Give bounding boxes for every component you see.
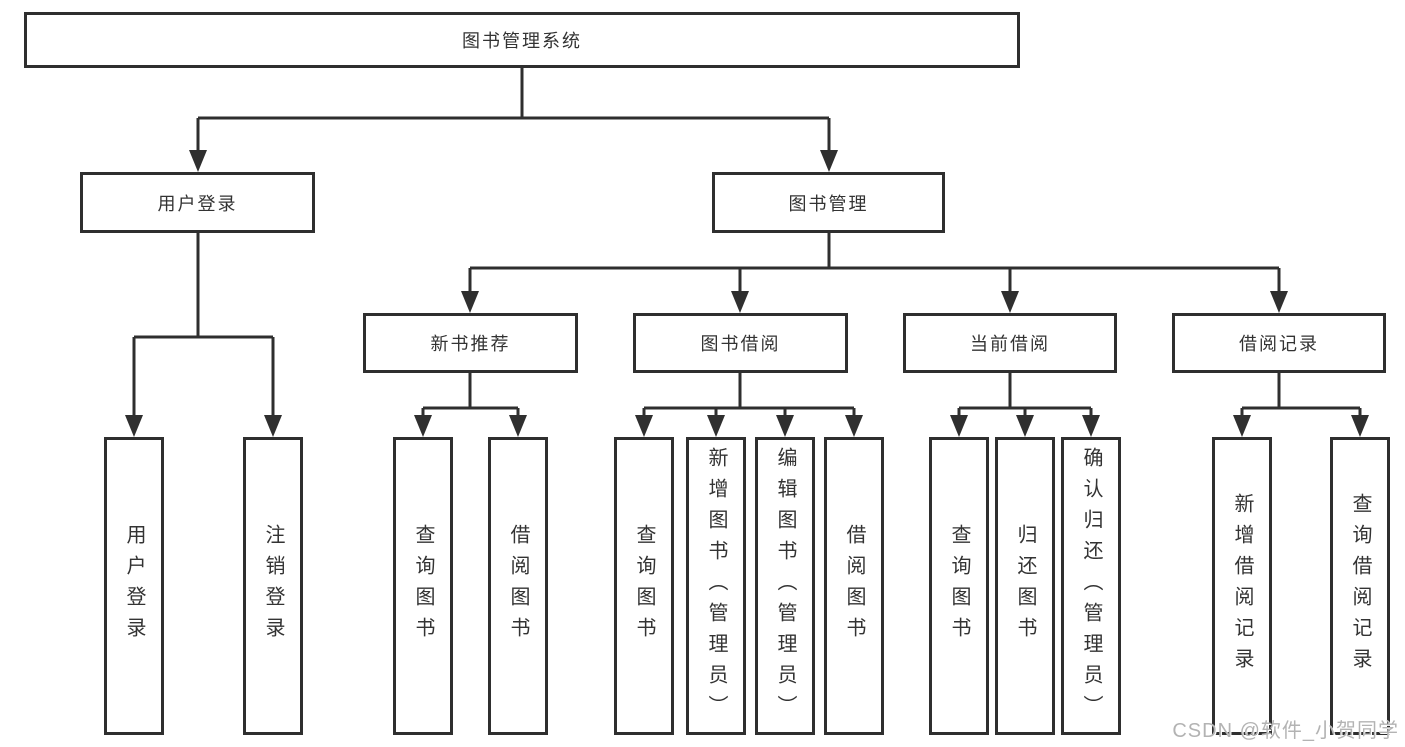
- leaf-borrow-books-recommend: 借阅图书: [488, 437, 548, 735]
- connector-book-management-children: [461, 233, 1288, 313]
- node-book-management: 图书管理: [712, 172, 945, 233]
- leaf-logout-label: 注销登录: [262, 524, 284, 648]
- leaf-borrow-books-recommend-label: 借阅图书: [507, 524, 529, 648]
- arrowhead-icon: [776, 415, 794, 437]
- node-new-book-recommendation: 新书推荐: [363, 313, 578, 373]
- leaf-borrow-books: 借阅图书: [824, 437, 884, 735]
- leaf-logout: 注销登录: [243, 437, 303, 735]
- leaf-query-borrow-record-label: 查询借阅记录: [1349, 493, 1371, 679]
- arrowhead-icon: [1082, 415, 1100, 437]
- watermark: CSDN @软件_小贺同学: [1172, 720, 1399, 742]
- leaf-add-borrow-record-label: 新增借阅记录: [1231, 493, 1253, 679]
- leaf-confirm-return-admin-label: 确认归还（管理员）: [1080, 446, 1102, 726]
- leaf-query-books-recommend: 查询图书: [393, 437, 453, 735]
- node-root-label: 图书管理系统: [462, 31, 582, 51]
- node-current-borrowing-label: 当前借阅: [970, 334, 1050, 354]
- node-borrowing-records: 借阅记录: [1172, 313, 1386, 373]
- arrowhead-icon: [1016, 415, 1034, 437]
- connector-new-book-recommendation-children: [414, 373, 527, 437]
- node-root: 图书管理系统: [24, 12, 1020, 68]
- node-book-management-label: 图书管理: [788, 193, 869, 214]
- connector-user-login-children: [125, 233, 282, 437]
- arrowhead-icon: [125, 415, 143, 437]
- leaf-add-books-admin-label: 新增图书（管理员）: [705, 446, 727, 726]
- connector-current-borrowing-children: [950, 373, 1100, 437]
- leaf-confirm-return-admin: 确认归还（管理员）: [1061, 437, 1121, 735]
- leaf-edit-books-admin: 编辑图书（管理员）: [755, 437, 815, 735]
- arrowhead-icon: [264, 415, 282, 437]
- leaf-query-books-borrow: 查询图书: [614, 437, 674, 735]
- arrowhead-icon: [820, 150, 838, 172]
- node-new-book-recommendation-label: 新书推荐: [430, 334, 511, 354]
- leaf-query-books-current: 查询图书: [929, 437, 989, 735]
- leaf-borrow-books-label: 借阅图书: [843, 524, 865, 648]
- arrowhead-icon: [1270, 291, 1288, 313]
- arrowhead-icon: [414, 415, 432, 437]
- arrowhead-icon: [1001, 291, 1019, 313]
- arrowhead-icon: [731, 291, 749, 313]
- node-book-borrowing-label: 图书借阅: [700, 334, 781, 354]
- arrowhead-icon: [950, 415, 968, 437]
- arrowhead-icon: [845, 415, 863, 437]
- leaf-query-books-borrow-label: 查询图书: [633, 524, 655, 648]
- node-book-borrowing: 图书借阅: [633, 313, 848, 373]
- arrowhead-icon: [461, 291, 479, 313]
- node-borrowing-records-label: 借阅记录: [1239, 334, 1319, 354]
- arrowhead-icon: [1351, 415, 1369, 437]
- connector-book-borrowing-children: [635, 373, 863, 437]
- leaf-query-books-current-label: 查询图书: [948, 524, 970, 648]
- arrowhead-icon: [707, 415, 725, 437]
- leaf-user-login-label: 用户登录: [123, 524, 145, 648]
- node-current-borrowing: 当前借阅: [903, 313, 1117, 373]
- arrowhead-icon: [189, 150, 207, 172]
- leaf-user-login: 用户登录: [104, 437, 164, 735]
- leaf-return-books-label: 归还图书: [1014, 524, 1036, 648]
- node-user-login: 用户登录: [80, 172, 315, 233]
- arrowhead-icon: [1233, 415, 1251, 437]
- arrowhead-icon: [509, 415, 527, 437]
- leaf-add-borrow-record: 新增借阅记录: [1212, 437, 1272, 735]
- leaf-return-books: 归还图书: [995, 437, 1055, 735]
- node-user-login-label: 用户登录: [157, 193, 238, 214]
- connector-root-to-level2: [189, 68, 838, 172]
- leaf-query-books-recommend-label: 查询图书: [412, 524, 434, 648]
- leaf-query-borrow-record: 查询借阅记录: [1330, 437, 1390, 735]
- leaf-edit-books-admin-label: 编辑图书（管理员）: [774, 446, 796, 726]
- connector-borrowing-records-children: [1233, 373, 1369, 437]
- leaf-add-books-admin: 新增图书（管理员）: [686, 437, 746, 735]
- arrowhead-icon: [635, 415, 653, 437]
